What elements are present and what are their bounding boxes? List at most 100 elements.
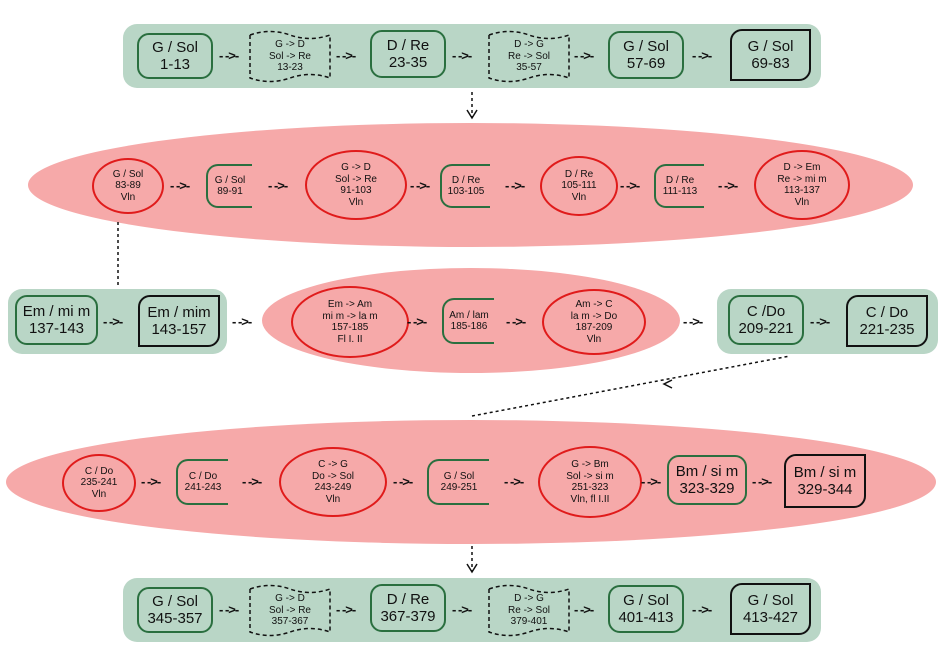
key-node-final: Em / mim 143-157 [138, 295, 220, 347]
node-line: G / Sol [623, 37, 669, 55]
node-line: Do -> Sol [312, 470, 354, 482]
node-line: G / Sol [152, 592, 198, 610]
node-line: D / Re [665, 174, 695, 186]
solo-oval-node: G / Sol 83-89 Vln [92, 158, 164, 214]
node-line: Em / mim [147, 303, 211, 321]
node-line: D -> Em [783, 162, 821, 173]
node-line: Vln [571, 191, 587, 203]
node-line: 209-221 [738, 320, 794, 337]
dashed-arrow: - ->- [141, 474, 161, 489]
dashed-arrow: - ->- [506, 314, 526, 329]
node-line: Sol -> Re [269, 50, 311, 62]
node-line: Bm / si m [675, 462, 739, 480]
node-line: G -> D [341, 162, 371, 173]
node-line: D -> G [514, 593, 544, 605]
node-line: G / Sol [623, 591, 669, 609]
node-line: G -> D [275, 593, 305, 605]
tutti-node: Am / lam 185-186 [442, 298, 494, 344]
node-line: G / Sol [747, 591, 794, 609]
node-line: mi m -> la m [322, 310, 378, 322]
dashed-arrow: - ->- [336, 602, 356, 617]
node-line: 241-243 [184, 482, 222, 493]
dashed-transition-box [249, 584, 331, 637]
key-node-final: G / Sol 413-427 [730, 583, 811, 635]
node-line: Bm / si m [793, 463, 857, 481]
tutti-node: D / Re 103-105 [440, 164, 490, 208]
node-line: 23-35 [388, 54, 428, 71]
node-line: Am -> C [575, 299, 613, 310]
tutti-node: G / Sol 89-91 [206, 164, 252, 208]
node-line: Sol -> si m [566, 470, 614, 482]
node-line: C / Do [84, 465, 114, 477]
node-line: 35-57 [516, 62, 542, 74]
dashed-transition-box [488, 30, 570, 83]
node-line: 357-367 [271, 616, 309, 628]
node-line: Vln, fl I.II [570, 493, 610, 505]
dashed-arrow: - ->- [641, 474, 661, 489]
dashed-arrow: - ->- [683, 314, 703, 329]
dashed-arrow: - ->- [407, 314, 427, 329]
node-line: 329-344 [797, 481, 853, 498]
node-line: 105-111 [561, 180, 597, 192]
node-line: Am / lam [449, 309, 489, 321]
node-line: Sol -> Re [335, 173, 377, 185]
node-line: G -> Bm [571, 459, 609, 470]
node-line: C /Do [746, 302, 786, 320]
node-line: G / Sol [214, 174, 246, 186]
tutti-node: D / Re 111-113 [654, 164, 704, 208]
key-node: G / Sol 1-13 [137, 33, 213, 79]
solo-oval-node: C / Do 235-241 Vln [62, 454, 136, 512]
tutti-node: G / Sol 249-251 [427, 459, 489, 505]
node-line: D / Re [451, 174, 481, 186]
node-line: 185-186 [450, 321, 488, 332]
node-line: 323-329 [679, 480, 735, 497]
section-band-4 [6, 420, 936, 544]
key-node: G / Sol 401-413 [608, 585, 684, 633]
node-line: 251-323 [571, 482, 609, 493]
node-line: C -> G [318, 459, 348, 470]
node-line: C / Do [188, 470, 218, 482]
solo-oval-node: D / Re 105-111 Vln [540, 156, 618, 216]
node-line: Vln [91, 488, 107, 500]
dashed-arrow: - ->- [393, 474, 413, 489]
node-line: 401-413 [618, 609, 674, 626]
node-line: 13-23 [277, 62, 303, 74]
solo-oval-node: G -> Bm Sol -> si m 251-323 Vln, fl I.II [538, 446, 642, 518]
node-line: 1-13 [159, 56, 191, 73]
node-line: 157-185 [331, 322, 369, 333]
node-line: D / Re [564, 168, 594, 180]
dashed-arrow: - ->- [505, 178, 525, 193]
dashed-arrow: - ->- [410, 178, 430, 193]
key-node: D / Re 367-379 [370, 584, 446, 632]
node-line: 243-249 [314, 482, 352, 493]
node-line: D / Re [386, 590, 430, 608]
dashed-arrow: - ->- [574, 48, 594, 63]
key-node-final: Bm / si m 329-344 [784, 454, 866, 508]
node-line: 345-357 [147, 610, 203, 627]
connector-arrowhead [466, 109, 478, 120]
section-band-5 [123, 578, 821, 642]
node-line: Re -> Sol [508, 50, 550, 62]
node-line: 103-105 [447, 186, 485, 197]
node-line: Re -> Sol [508, 604, 550, 616]
dashed-arrow: - ->- [170, 178, 190, 193]
dashed-transition-box [488, 584, 570, 637]
dashed-arrow: - ->- [219, 602, 239, 617]
node-line: G -> D [275, 39, 305, 51]
node-line: D / Re [386, 36, 430, 54]
node-line: Vln [120, 191, 136, 203]
node-line: 187-209 [575, 322, 613, 333]
transition-node: D -> G Re -> Sol 35-57 [489, 35, 569, 78]
dashed-arrow: - ->- [620, 178, 640, 193]
solo-oval-node: Em -> Am mi m -> la m 157-185 Fl I. II [291, 286, 409, 358]
node-line: 91-103 [340, 185, 372, 196]
node-line: 69-83 [751, 55, 790, 72]
node-line: 221-235 [859, 321, 915, 338]
key-node-final: G / Sol 69-83 [730, 29, 811, 81]
node-line: Fl I. II [337, 333, 363, 345]
node-line: Em -> Am [327, 299, 373, 310]
node-line: 413-427 [742, 609, 799, 626]
dashed-arrow: - ->- [219, 48, 239, 63]
node-line: 113-137 [784, 185, 820, 196]
node-line: G / Sol [747, 37, 794, 55]
